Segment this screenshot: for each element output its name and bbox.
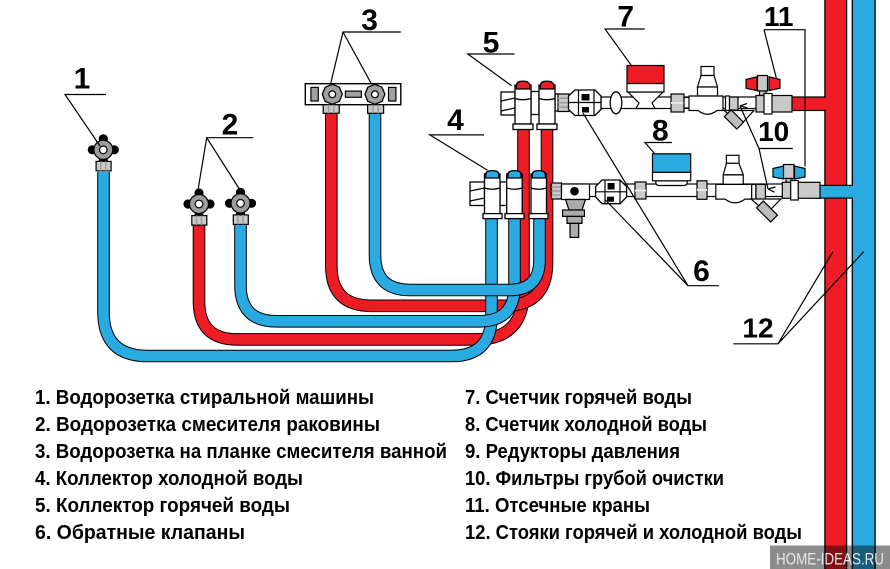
svg-text:1: 1 bbox=[74, 63, 91, 96]
svg-text:4: 4 bbox=[447, 104, 464, 137]
svg-text:3: 3 bbox=[361, 4, 378, 37]
svg-text:8: 8 bbox=[652, 115, 669, 148]
svg-text:11: 11 bbox=[764, 1, 794, 32]
svg-text:2. Водорозетка смесителя раков: 2. Водорозетка смесителя раковины bbox=[35, 413, 380, 436]
svg-text:7. Счетчик горячей воды: 7. Счетчик горячей воды bbox=[465, 386, 692, 409]
svg-text:4. Коллектор холодной воды: 4. Коллектор холодной воды bbox=[35, 467, 303, 490]
svg-text:5: 5 bbox=[483, 27, 500, 60]
svg-text:1. Водорозетка стиральной маши: 1. Водорозетка стиральной машины bbox=[35, 386, 374, 409]
svg-text:10. Фильтры грубой очистки: 10. Фильтры грубой очистки bbox=[465, 467, 724, 490]
svg-text:5. Коллектор горячей воды: 5. Коллектор горячей воды bbox=[35, 494, 290, 517]
svg-text:10: 10 bbox=[758, 116, 789, 147]
svg-text:8. Счетчик холодной воды: 8. Счетчик холодной воды bbox=[465, 413, 707, 436]
svg-text:9. Редукторы давления: 9. Редукторы давления bbox=[465, 440, 680, 463]
svg-text:12. Стояки горячей и холодной: 12. Стояки горячей и холодной воды bbox=[465, 521, 802, 544]
svg-text:11. Отсечные краны: 11. Отсечные краны bbox=[465, 494, 650, 517]
svg-text:2: 2 bbox=[222, 109, 239, 142]
svg-text:3. Водорозетка на планке смеси: 3. Водорозетка на планке смесителя ванно… bbox=[35, 440, 447, 463]
svg-text:6. Обратные клапаны: 6. Обратные клапаны bbox=[35, 521, 245, 544]
svg-text:HOME-IDEAS.RU: HOME-IDEAS.RU bbox=[776, 550, 884, 569]
svg-text:7: 7 bbox=[617, 0, 634, 33]
svg-text:6: 6 bbox=[693, 255, 710, 288]
svg-text:12: 12 bbox=[742, 312, 773, 343]
